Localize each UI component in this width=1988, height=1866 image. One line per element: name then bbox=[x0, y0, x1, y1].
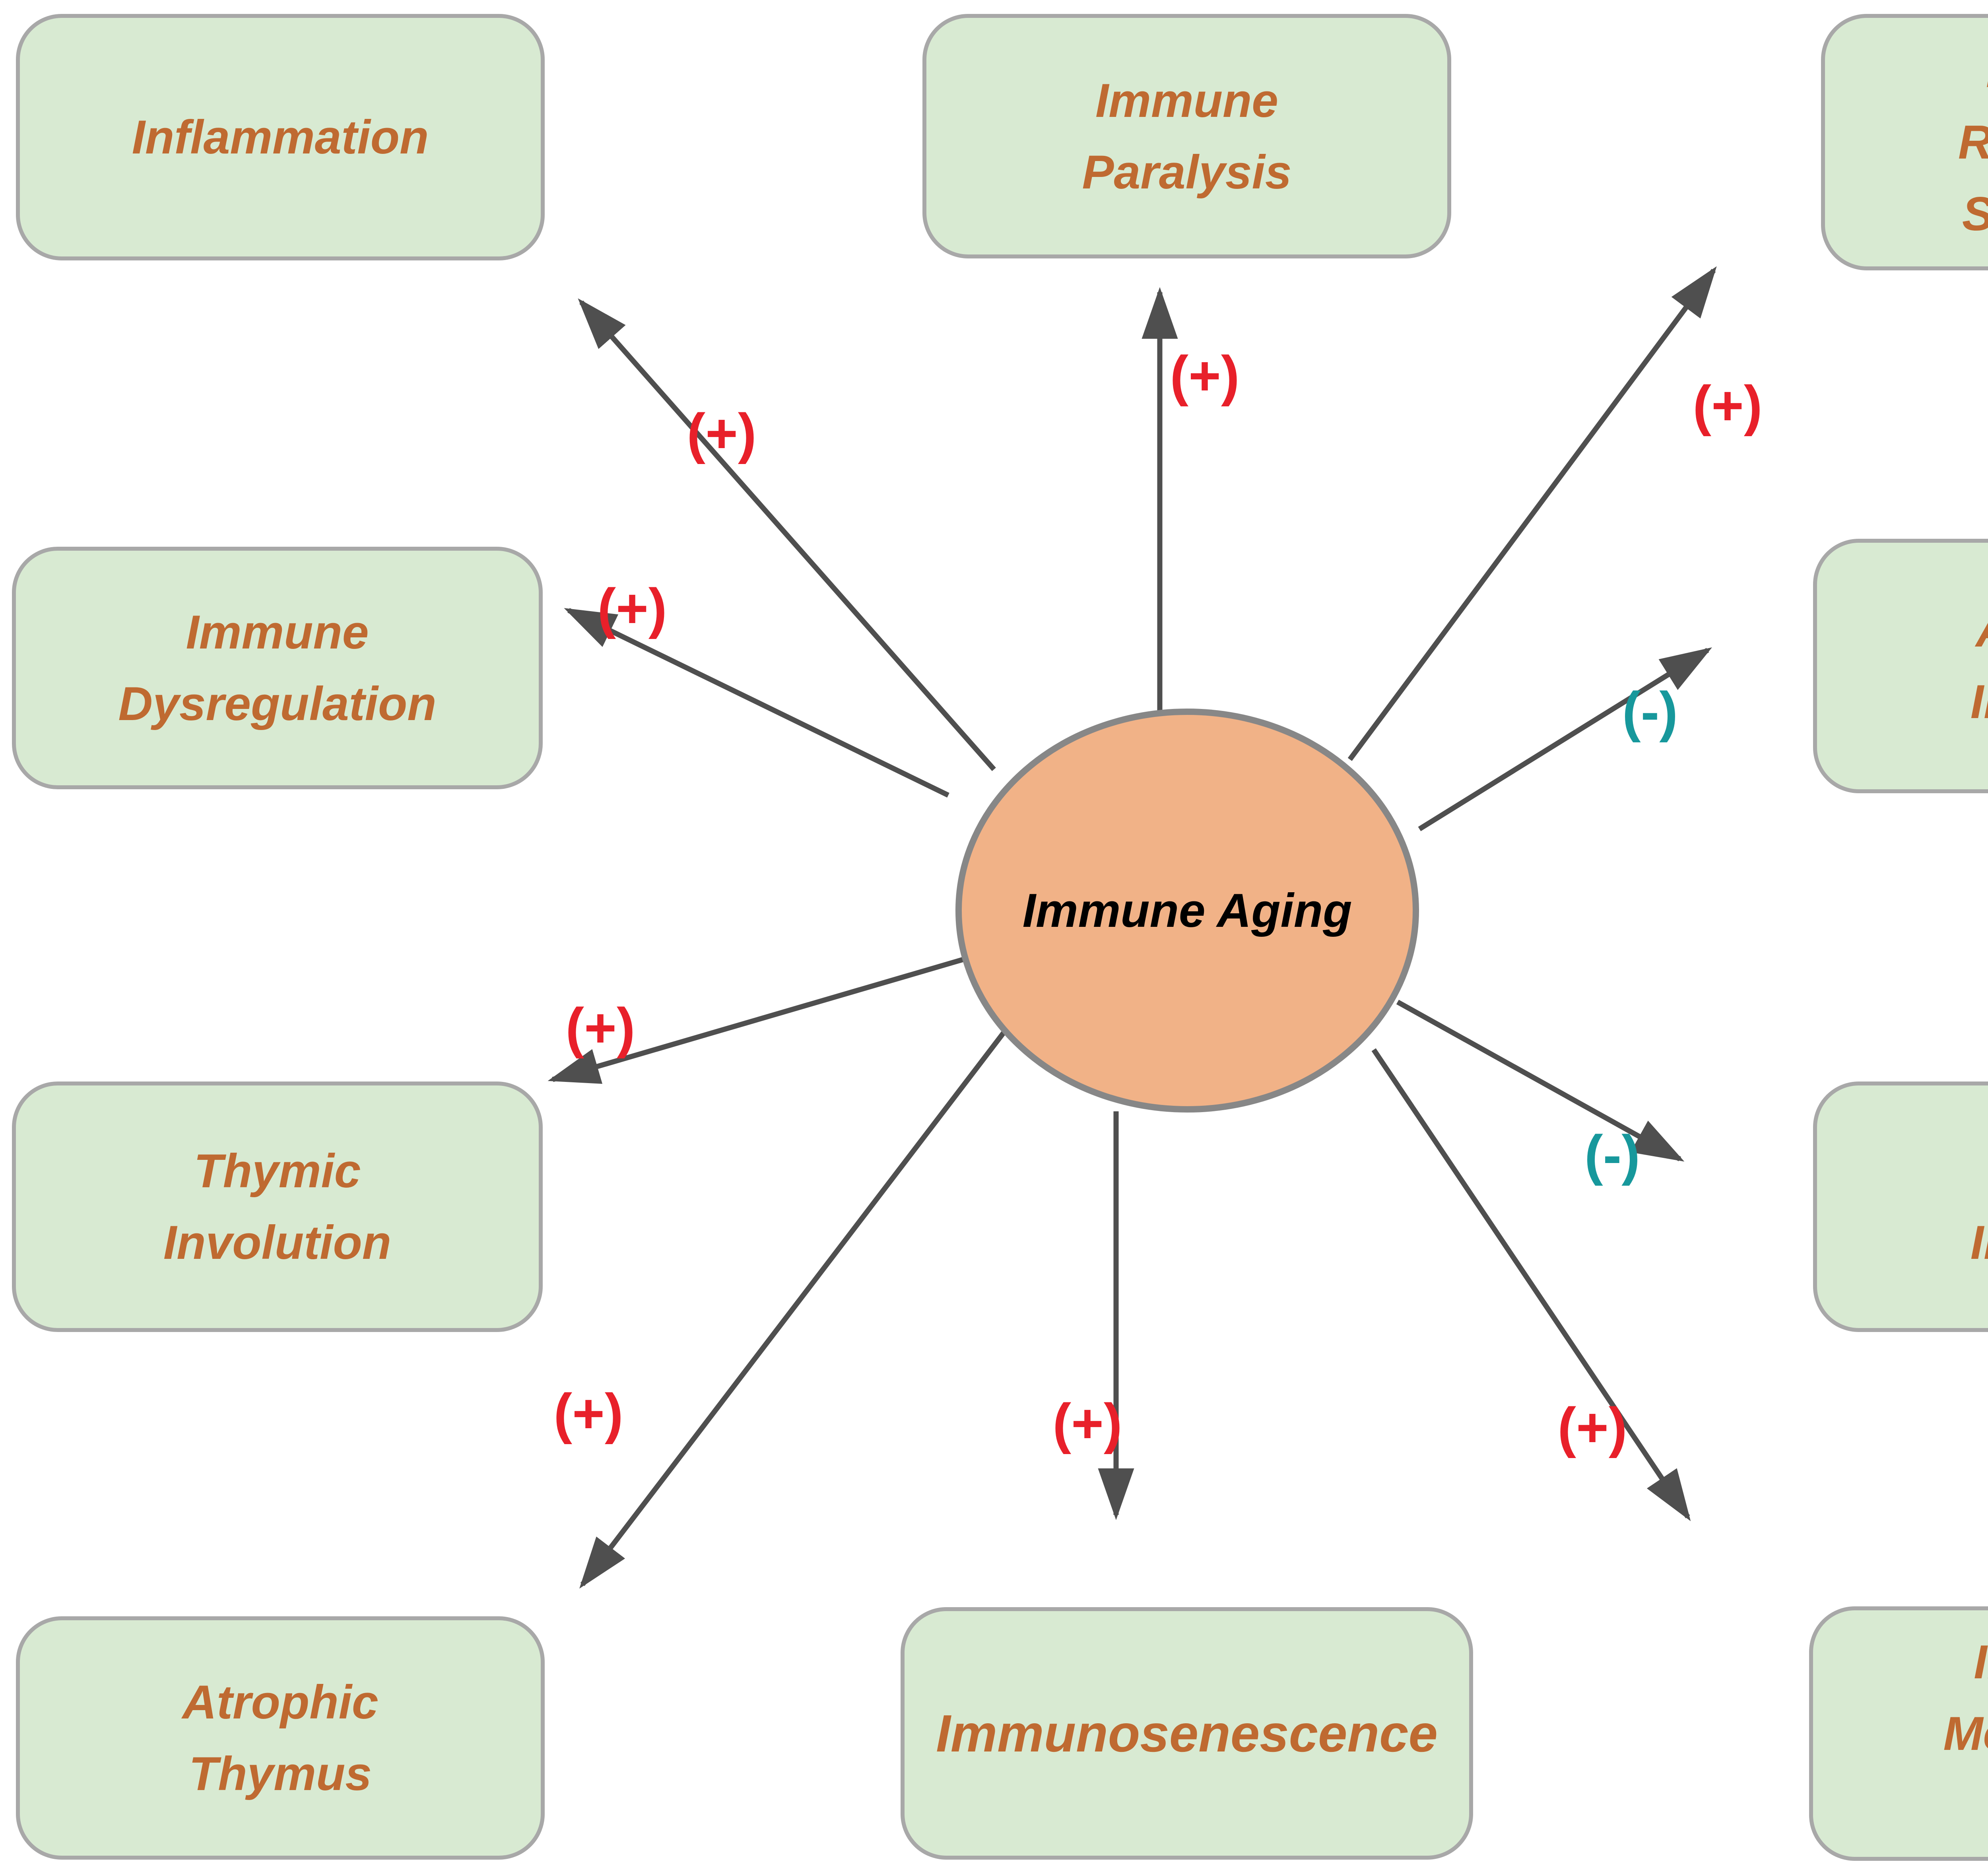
node-immuno-metabolism-defect-label: Immuno- Metabolism Defect bbox=[1943, 1635, 1988, 1760]
arrow-atrophic-thymus bbox=[579, 1020, 1014, 1589]
arrow-immuno-metabolism-defect bbox=[1371, 1048, 1691, 1521]
sign-innate-immunity: (-) bbox=[1584, 1124, 1640, 1186]
sign-immuno-metabolism-defect: (+) bbox=[1557, 1396, 1627, 1458]
arrow-immune-dysregulation bbox=[564, 608, 949, 798]
node-immune-dysregulation: Immune Dysregulation bbox=[12, 547, 543, 789]
node-atrophic-thymus: Atrophic Thymus bbox=[16, 1616, 545, 1860]
arrow-immune-repertiore bbox=[1347, 266, 1717, 761]
sign-immune-dysregulation: (+) bbox=[597, 577, 667, 639]
node-innate-immunity: Innate Immunity bbox=[1813, 1082, 1988, 1332]
arrow-thymic-involution bbox=[547, 953, 975, 1084]
node-immuno-metabolism-defect: Immuno- Metabolism Defect bbox=[1809, 1606, 1988, 1861]
node-adaptive-immunity-label: Adaptive Immunity bbox=[1970, 604, 1988, 728]
sign-thymic-involution: (+) bbox=[565, 996, 635, 1059]
sign-immunosenescence: (+) bbox=[1052, 1392, 1122, 1454]
node-adaptive-immunity: Adaptive Immunity bbox=[1813, 539, 1988, 793]
node-immune-paralysis-label: Immune Paralysis bbox=[1082, 74, 1292, 199]
node-thymic-involution-label: Thymic Involution bbox=[163, 1144, 392, 1269]
node-immune-paralysis: Immune Paralysis bbox=[922, 14, 1451, 258]
node-immune-dysregulation-label: Immune Dysregulation bbox=[118, 606, 437, 730]
arrow-inflammation bbox=[578, 298, 996, 771]
node-innate-immunity-label: Innate Immunity bbox=[1970, 1216, 1988, 1269]
node-immunosenescence: Immunosenescence bbox=[901, 1607, 1473, 1860]
center-ellipse bbox=[955, 709, 1419, 1113]
node-inflammation: Inflammation bbox=[16, 14, 545, 260]
sign-adaptive-immunity: (-) bbox=[1622, 680, 1678, 743]
arrow-adaptive-immunity bbox=[1418, 647, 1712, 831]
node-inflammation-label: Inflammation bbox=[132, 111, 429, 164]
sign-immune-repertiore-shrinkage: (+) bbox=[1693, 374, 1763, 437]
node-atrophic-thymus-label: Atrophic Thymus bbox=[182, 1676, 379, 1800]
arrow-innate-immunity bbox=[1396, 1000, 1685, 1162]
node-thymic-involution: Thymic Involution bbox=[12, 1082, 543, 1332]
sign-atrophic-thymus: (+) bbox=[553, 1382, 623, 1445]
sign-inflammation: (+) bbox=[687, 402, 757, 464]
center-node-label: Immune Aging bbox=[1022, 884, 1352, 937]
sign-immune-paralysis: (+) bbox=[1170, 344, 1240, 407]
node-immune-repertiore-shrinkage-label: Immune Repertiore Shrinkage bbox=[1958, 35, 1988, 250]
node-immune-repertiore-shrinkage: Immune Repertiore Shrinkage bbox=[1821, 14, 1988, 270]
node-immunosenescence-label: Immunosenescence bbox=[936, 1704, 1438, 1763]
